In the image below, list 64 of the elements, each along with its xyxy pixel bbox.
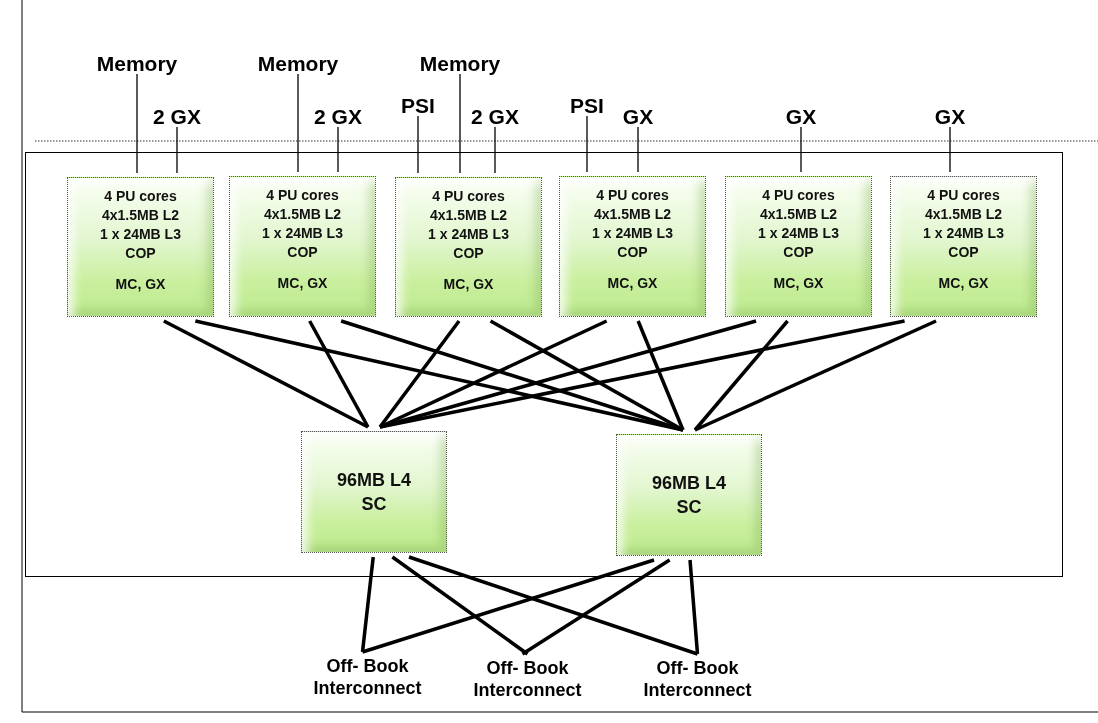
connector-line — [494, 126, 496, 174]
cache-chip — [301, 431, 447, 553]
chip-spec: 4 PU cores 4x1.5MB L2 1 x 24MB L3 COP — [922, 186, 1005, 262]
connector-line — [586, 115, 588, 173]
enclosure-box — [25, 152, 1063, 577]
port-label: Memory — [96, 52, 178, 76]
port-label: Off- Book Interconnect — [305, 655, 430, 699]
port-label: GX — [622, 105, 654, 129]
port-label: Memory — [257, 52, 339, 76]
bus-line — [360, 556, 375, 653]
connector-line — [337, 126, 339, 173]
bus-line — [194, 319, 684, 432]
connector-line — [800, 126, 802, 173]
bus-line — [391, 555, 529, 656]
connector-line — [136, 73, 138, 174]
bus-line — [378, 319, 461, 429]
bus-line — [408, 555, 699, 656]
port-label: PSI — [570, 94, 604, 118]
bus-line — [693, 319, 789, 432]
port-label: Off- Book Interconnect — [635, 657, 760, 701]
port-label: GX — [785, 105, 817, 129]
chip-spec: 4 PU cores 4x1.5MB L2 1 x 24MB L3 COP — [427, 187, 510, 263]
port-label: PSI — [401, 94, 435, 118]
chip-interface: MC, GX — [277, 275, 328, 291]
chip-interface: MC, GX — [938, 275, 989, 291]
bus-line — [688, 559, 700, 655]
port-label: 2 GX — [314, 105, 362, 129]
chip-interface: MC, GX — [773, 275, 824, 291]
processor-chip — [395, 177, 542, 317]
bus-line — [308, 320, 370, 428]
chip-label: 96MB L4 SC — [651, 472, 727, 519]
port-label: 2 GX — [471, 105, 519, 129]
chip-spec: 4 PU cores 4x1.5MB L2 1 x 24MB L3 COP — [591, 186, 674, 262]
connector-line — [637, 126, 639, 173]
cache-chip — [616, 434, 762, 556]
port-label: Off- Book Interconnect — [465, 657, 590, 701]
port-label: 2 GX — [153, 105, 201, 129]
port-label: GX — [934, 105, 966, 129]
connector-line — [417, 115, 419, 174]
bus-line — [694, 319, 937, 432]
connector-line — [459, 73, 461, 174]
connector-line — [297, 73, 299, 173]
chip-interface: MC, GX — [443, 276, 494, 292]
bus-line — [379, 319, 608, 429]
connector-line — [176, 126, 178, 174]
bus-line — [163, 319, 369, 429]
chip-spec: 4 PU cores 4x1.5MB L2 1 x 24MB L3 COP — [99, 187, 182, 263]
connector-line — [949, 126, 951, 173]
processor-chip — [890, 176, 1037, 317]
bus-line — [521, 558, 671, 656]
processor-chip — [559, 176, 706, 317]
chip-spec: 4 PU cores 4x1.5MB L2 1 x 24MB L3 COP — [261, 186, 344, 262]
bus-line — [489, 319, 684, 432]
processor-chip — [67, 177, 214, 317]
chip-interface: MC, GX — [607, 275, 658, 291]
chip-interface: MC, GX — [115, 276, 166, 292]
processor-chip — [229, 176, 376, 317]
port-label: Memory — [419, 52, 501, 76]
bus-line — [636, 320, 685, 431]
bus-line — [379, 319, 905, 429]
chip-spec: 4 PU cores 4x1.5MB L2 1 x 24MB L3 COP — [757, 186, 840, 262]
bus-line — [361, 558, 655, 654]
processor-chip — [725, 176, 872, 317]
chip-label: 96MB L4 SC — [336, 469, 412, 516]
